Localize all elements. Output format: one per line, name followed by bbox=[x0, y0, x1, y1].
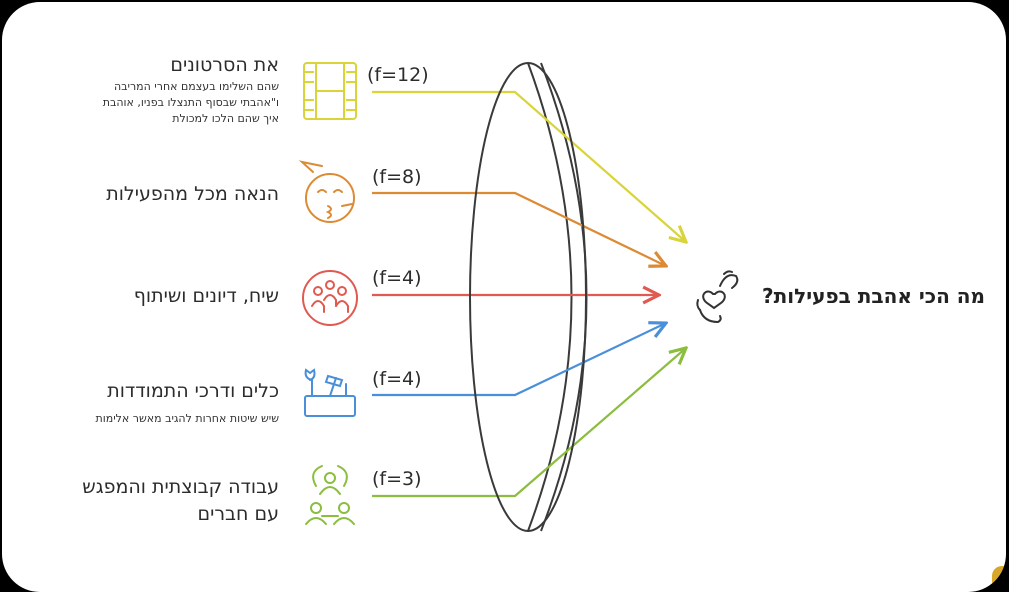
category-description: שהם השלימו בעצמם אחרי המריבה bbox=[113, 80, 279, 93]
frequency-label-groupwork: (f=3) bbox=[372, 468, 422, 490]
connector-coping bbox=[372, 323, 666, 397]
category-enjoyment: הנאה מכל מהפעילות bbox=[106, 181, 279, 208]
party-face-icon bbox=[298, 160, 355, 223]
category-videos: את הסרטונים שהם השלימו בעצמם אחרי המריבה… bbox=[103, 52, 279, 127]
connector-groupwork bbox=[372, 348, 686, 498]
category-title: עבודה קבוצתית והמפגש bbox=[82, 476, 279, 498]
film-strip-icon bbox=[303, 62, 357, 120]
category-coping: כלים ודרכי התמודדות שיש שיטות אחרות להגי… bbox=[96, 378, 280, 427]
frequency-label-coping: (f=4) bbox=[372, 368, 422, 390]
category-description: שיש שיטות אחרות להגיב מאשר אלימות bbox=[95, 412, 280, 425]
category-description: ו"אהבתי שבסוף התנצלו בפניו, אוהבת bbox=[102, 96, 279, 109]
category-groupwork: עבודה קבוצתית והמפגש עם חברים bbox=[82, 474, 279, 528]
target-label: מה הכי אהבת בפעילות? bbox=[762, 284, 986, 308]
toolbox-icon bbox=[304, 368, 356, 417]
frequency-label-enjoyment: (f=8) bbox=[372, 166, 422, 188]
frequency-label-discussion: (f=4) bbox=[372, 267, 422, 289]
category-title: כלים ודרכי התמודדות bbox=[107, 380, 279, 402]
people-connect-icon bbox=[305, 465, 355, 525]
category-title: הנאה מכל מהפעילות bbox=[106, 183, 279, 205]
category-title-line2: עם חברים bbox=[197, 503, 279, 525]
connector-enjoyment bbox=[372, 191, 666, 266]
category-description: איך שהם הלכו למכולת bbox=[172, 112, 279, 125]
group-discussion-icon bbox=[302, 270, 358, 326]
category-discussion: שיח, דיונים ושיתוף bbox=[134, 283, 279, 310]
category-title: את הסרטונים bbox=[170, 54, 279, 76]
lens-front bbox=[469, 62, 587, 532]
connector-videos bbox=[372, 90, 686, 242]
category-title: שיח, דיונים ושיתוף bbox=[133, 285, 279, 307]
diagram-canvas bbox=[298, 62, 739, 532]
frequency-label-videos: (f=12) bbox=[367, 64, 429, 86]
heart-hands-icon bbox=[696, 270, 739, 324]
